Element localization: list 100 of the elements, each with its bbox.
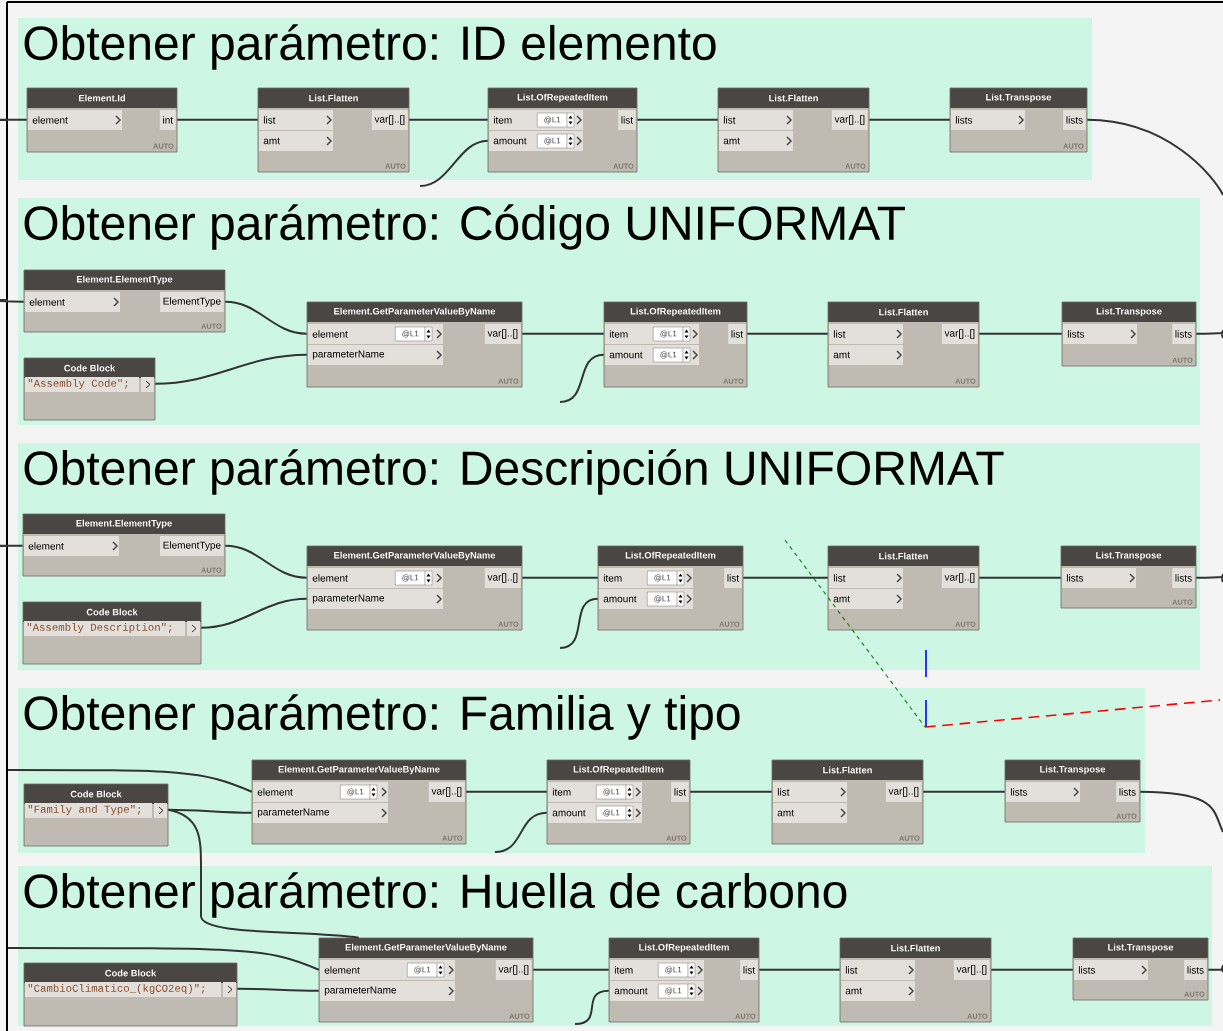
wire xyxy=(521,332,605,335)
group-title: Obtener parámetro: Descripción UNIFORMAT xyxy=(24,449,1004,495)
wire xyxy=(494,811,548,853)
port-label: item xyxy=(614,966,633,974)
group-title: Obtener parámetro: Código UNIFORMAT xyxy=(24,204,905,250)
wire xyxy=(236,987,320,992)
port-label: var[]..[] xyxy=(428,782,465,802)
wire xyxy=(742,576,829,579)
node-title: List.OfRepeatedItem xyxy=(625,551,716,561)
port-label: parameterName xyxy=(312,594,385,604)
function-node xyxy=(306,301,523,388)
port-label: amount xyxy=(552,809,586,817)
function-node xyxy=(771,759,924,845)
port-label: amount xyxy=(609,351,643,359)
port-label: ElementType xyxy=(160,536,224,556)
port-label: lists xyxy=(1172,324,1195,344)
port-label: amt xyxy=(263,137,280,145)
function-node xyxy=(23,962,238,1027)
node-title: Element.Id xyxy=(79,94,125,102)
node-title: List.Flatten xyxy=(891,944,940,952)
port-label: ElementType xyxy=(160,292,224,312)
code-text: "Assembly Code"; xyxy=(28,379,128,389)
port-label: var[]..[] xyxy=(941,568,978,588)
wire xyxy=(532,968,610,971)
wire xyxy=(689,790,773,793)
wire xyxy=(0,299,25,303)
port-label: amt xyxy=(833,351,850,359)
wire xyxy=(0,544,24,547)
wire xyxy=(559,353,605,403)
node-title: Code Block xyxy=(70,790,122,798)
function-node xyxy=(257,87,410,173)
port-label: lists xyxy=(1184,960,1207,980)
port-label: lists xyxy=(1078,966,1096,974)
wire xyxy=(521,576,599,579)
node-title: List.Transpose xyxy=(986,93,1052,103)
port-label: list xyxy=(728,324,746,344)
node-title: Element.GetParameterValueByName xyxy=(278,765,440,775)
port-label: list xyxy=(777,788,790,796)
port-label: amt xyxy=(777,809,794,817)
function-node xyxy=(717,87,870,173)
function-node xyxy=(949,87,1088,153)
port-label: amount xyxy=(493,137,527,145)
function-node xyxy=(23,783,169,847)
port-label: amt xyxy=(833,595,850,603)
wire xyxy=(559,597,599,649)
port-label: lists xyxy=(1067,330,1085,338)
function-node xyxy=(23,269,226,333)
wire xyxy=(990,968,1074,971)
node-title: Code Block xyxy=(64,364,116,372)
function-node xyxy=(487,87,638,173)
wire xyxy=(758,968,841,971)
port-label: lists xyxy=(1066,574,1084,582)
port-label: item xyxy=(603,574,622,582)
wire xyxy=(200,597,308,629)
port-label: list xyxy=(845,966,858,974)
function-node xyxy=(827,545,980,631)
port-label: list xyxy=(740,960,758,980)
port-label: element xyxy=(29,298,65,306)
port-label: list xyxy=(723,116,736,124)
node-title: Element.GetParameterValueByName xyxy=(334,551,496,561)
node-title: List.OfRepeatedItem xyxy=(630,307,721,317)
port-label: element xyxy=(312,330,348,338)
group-title: Obtener parámetro: Huella de carbono xyxy=(24,872,847,918)
wire xyxy=(7,769,253,793)
wire xyxy=(1086,118,1223,196)
node-title: List.Flatten xyxy=(309,94,358,102)
node-title: List.Flatten xyxy=(769,94,818,102)
port-label: amount xyxy=(614,987,648,995)
function-node xyxy=(546,759,691,845)
node-title: List.Transpose xyxy=(1096,307,1162,317)
port-label: var[]..[] xyxy=(831,110,868,130)
wire xyxy=(419,139,489,187)
function-node xyxy=(306,545,523,631)
function-node xyxy=(22,601,202,665)
port-label: list xyxy=(671,782,689,802)
node-title: Element.ElementType xyxy=(77,275,173,285)
wire xyxy=(636,118,719,121)
wire xyxy=(167,808,360,939)
wire xyxy=(0,118,28,121)
function-node xyxy=(597,545,744,631)
port-label: item xyxy=(493,116,512,124)
function-node xyxy=(1060,545,1197,609)
function-node xyxy=(318,937,534,1023)
wire xyxy=(1139,790,1223,833)
wire xyxy=(408,118,489,121)
function-node xyxy=(603,301,748,388)
port-label: lists xyxy=(1172,568,1195,588)
port-label: parameterName xyxy=(257,808,330,818)
node-title: List.OfRepeatedItem xyxy=(573,765,664,775)
port-label: element xyxy=(324,966,360,974)
function-node xyxy=(1061,301,1197,367)
port-label: lists xyxy=(1010,788,1028,796)
node-title: Element.ElementType xyxy=(76,519,172,529)
port-label: list xyxy=(618,110,636,130)
port-label: amt xyxy=(723,137,740,145)
port-label: var[]..[] xyxy=(484,568,521,588)
port-label: item xyxy=(552,788,571,796)
port-label: amt xyxy=(845,987,862,995)
port-label: list xyxy=(833,574,846,582)
port-label: var[]..[] xyxy=(885,782,922,802)
